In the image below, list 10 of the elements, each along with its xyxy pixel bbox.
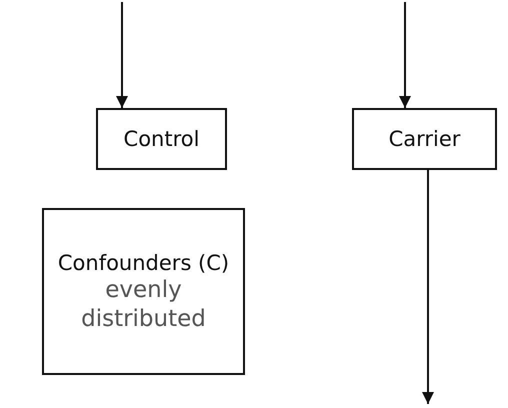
- box-heading: Carrier: [388, 126, 460, 152]
- box-heading: Control: [124, 126, 200, 152]
- arrow: [399, 2, 411, 108]
- label-box: [42, 208, 245, 375]
- box-note: evenly distributed: [80, 276, 207, 334]
- box-heading: Confounders (C): [58, 250, 230, 276]
- label-box: [96, 108, 227, 170]
- arrow: [116, 2, 128, 108]
- label-box: [352, 108, 497, 170]
- arrow: [422, 170, 434, 404]
